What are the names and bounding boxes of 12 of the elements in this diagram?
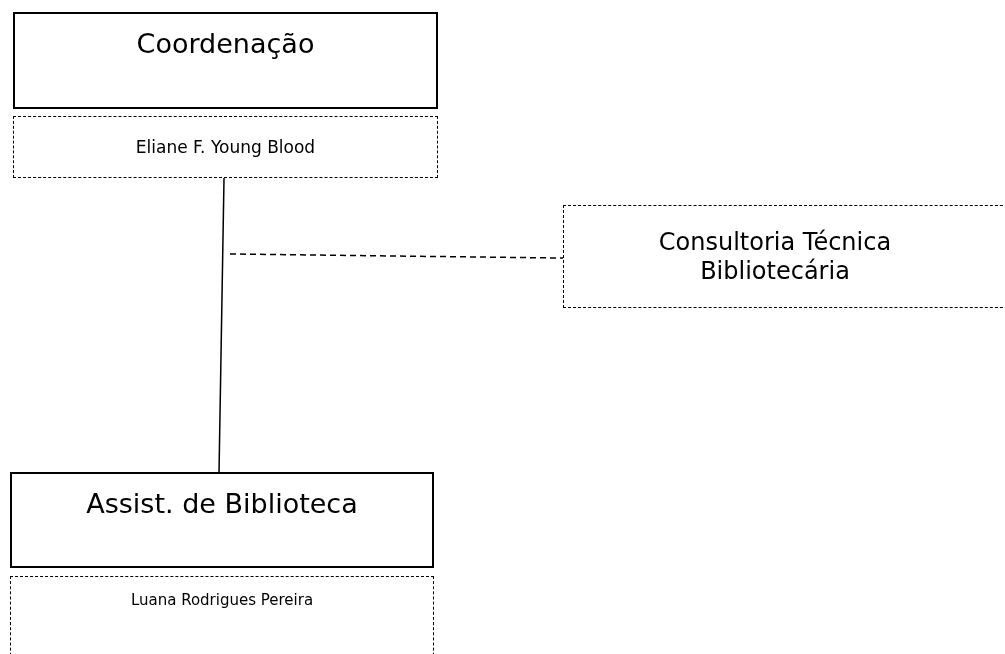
- role-box: [10, 472, 434, 568]
- consultancy-box: [563, 205, 1005, 308]
- connector-line: [218, 177, 225, 473]
- box-label: Assist. de Biblioteca: [86, 488, 358, 521]
- box-label: Eliane F. Young Blood: [135, 136, 316, 158]
- person-box: [13, 116, 438, 178]
- dashed-connector-line: [229, 253, 564, 259]
- box-label: Consultoria Técnica Bibliotecária: [657, 227, 893, 286]
- box-label: Luana Rodrigues Pereira: [130, 591, 314, 609]
- role-box: [13, 12, 438, 109]
- box-label: Coordenação: [136, 28, 315, 61]
- person-box: [10, 576, 434, 654]
